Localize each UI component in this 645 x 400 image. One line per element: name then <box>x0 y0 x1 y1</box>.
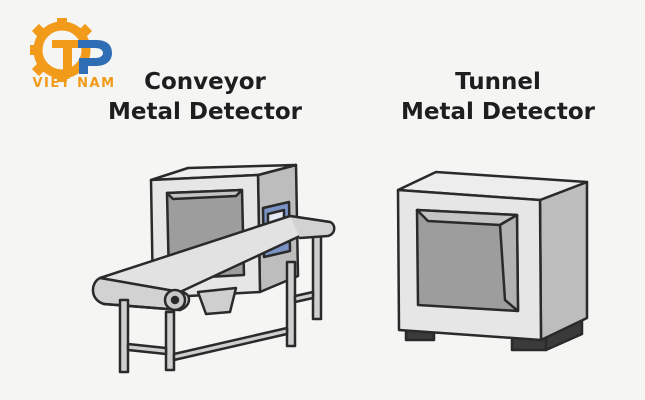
tp-letters <box>52 40 112 74</box>
conveyor-title-line2: Metal Detector <box>108 99 302 125</box>
tunnel-title-line2: Metal Detector <box>401 99 595 125</box>
conveyor-title-line1: Conveyor <box>144 69 266 95</box>
reject-funnel <box>196 286 238 316</box>
conveyor-belt <box>91 214 336 312</box>
tp-logo <box>30 18 112 82</box>
tunnel-housing <box>396 170 589 342</box>
logo-subtitle: VIET NAM <box>32 76 116 91</box>
tunnel-title-line1: Tunnel <box>455 69 541 95</box>
tunnel-title: Tunnel Metal Detector <box>388 67 608 127</box>
conveyor-stand <box>118 260 315 374</box>
conveyor-title: Conveyor Metal Detector <box>95 67 315 127</box>
